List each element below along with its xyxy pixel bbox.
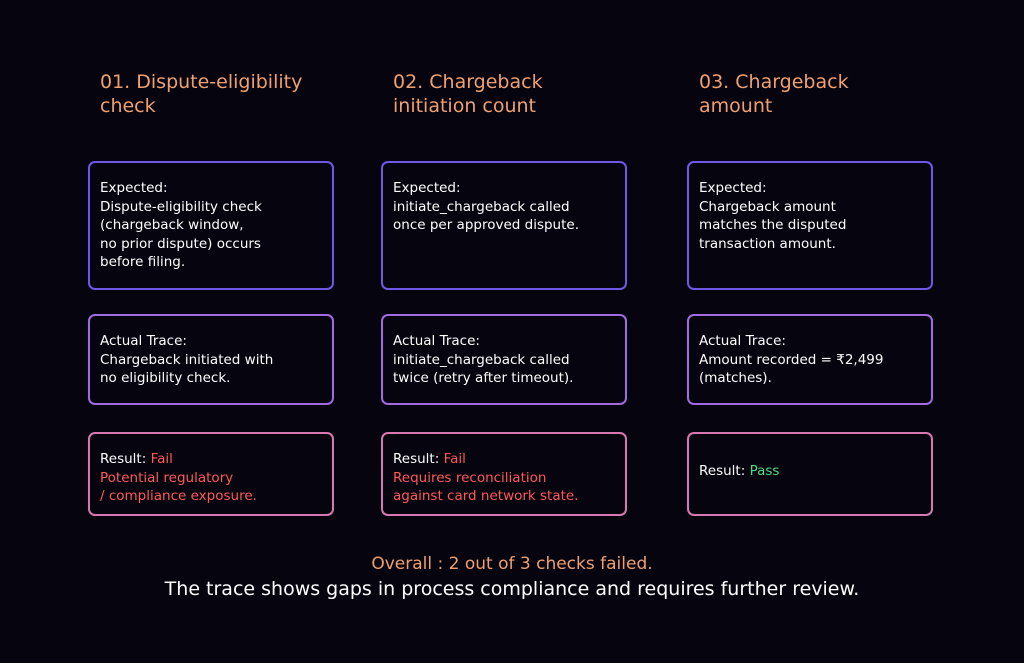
result-value: Fail: [443, 451, 466, 467]
summary-text: The trace shows gaps in process complian…: [164, 578, 860, 600]
actual-label: Actual Trace:: [393, 333, 480, 349]
result-line: Result: Fail: [100, 450, 322, 469]
result-card: Result: Pass: [687, 432, 933, 516]
actual-trace-card: Actual Trace: Chargeback initiated with …: [88, 314, 334, 405]
check-title: 02. Chargeback initiation count: [393, 71, 543, 117]
expected-label: Expected:: [699, 180, 767, 196]
result-description: Requires reconciliation against card net…: [393, 469, 579, 505]
actual-trace-card: Actual Trace: Amount recorded = ₹2,499 (…: [687, 314, 933, 405]
result-line: Result: Pass: [699, 462, 921, 481]
actual-label: Actual Trace:: [100, 333, 187, 349]
check-title: 01. Dispute-eligibility check: [100, 71, 303, 117]
result-label: Result:: [393, 451, 440, 467]
actual-text: Chargeback initiated with no eligibility…: [100, 351, 274, 387]
expected-card: Expected: Dispute-eligibility check (cha…: [88, 161, 334, 290]
expected-text: initiate_chargeback called once per appr…: [393, 198, 580, 234]
result-description: Potential regulatory / compliance exposu…: [100, 469, 257, 505]
expected-label: Expected:: [100, 180, 168, 196]
actual-text: Amount recorded = ₹2,499 (matches).: [699, 351, 884, 387]
expected-label: Expected:: [393, 180, 461, 196]
actual-trace-card: Actual Trace: initiate_chargeback called…: [381, 314, 627, 405]
expected-text: Dispute-eligibility check (chargeback wi…: [100, 198, 262, 271]
result-label: Result:: [699, 463, 746, 479]
actual-label: Actual Trace:: [699, 333, 786, 349]
result-card: Result: Fail Requires reconciliation aga…: [381, 432, 627, 516]
expected-card: Expected: Chargeback amount matches the …: [687, 161, 933, 290]
result-line: Result: Fail: [393, 450, 615, 469]
expected-text: Chargeback amount matches the disputed t…: [699, 198, 847, 252]
expected-card: Expected: initiate_chargeback called onc…: [381, 161, 627, 290]
overall-result: Overall : 2 out of 3 checks failed.: [371, 554, 653, 574]
check-title: 03. Chargeback amount: [699, 71, 849, 117]
result-value: Fail: [150, 451, 173, 467]
actual-text: initiate_chargeback called twice (retry …: [393, 351, 574, 387]
result-label: Result:: [100, 451, 147, 467]
result-value: Pass: [749, 463, 780, 479]
result-card: Result: Fail Potential regulatory / comp…: [88, 432, 334, 516]
